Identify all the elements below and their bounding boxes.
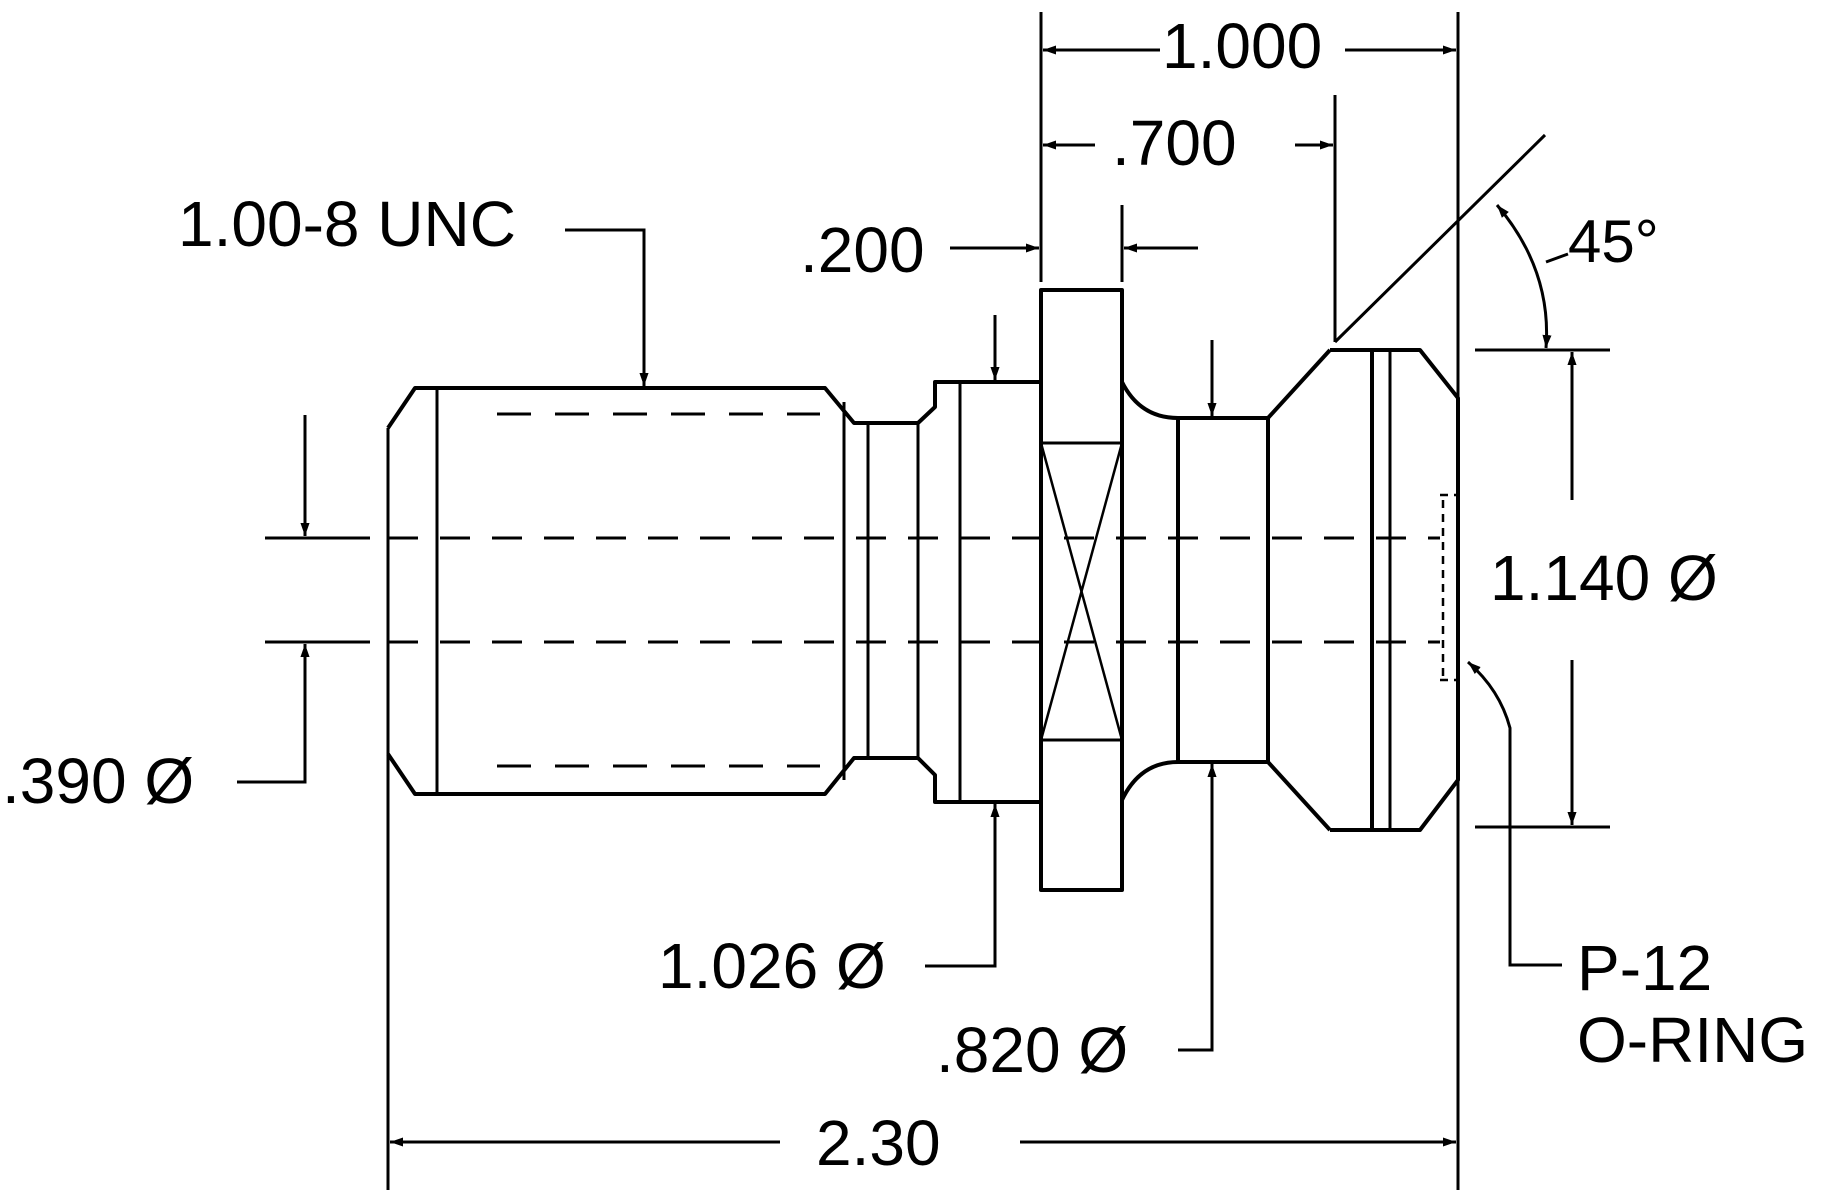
cone-bottom bbox=[1266, 760, 1332, 832]
label-dim-700: .700 bbox=[1112, 107, 1237, 179]
groove-arc-top bbox=[1120, 381, 1179, 420]
flats-cross-2 bbox=[1039, 442, 1124, 741]
angle-leader bbox=[1545, 252, 1569, 264]
bore-hidden-lines bbox=[388, 536, 1440, 644]
part-outline bbox=[386, 288, 1460, 1190]
oring-groove-hidden bbox=[1440, 493, 1458, 682]
dim-390-bottom bbox=[237, 644, 310, 784]
thread-hidden-lines bbox=[497, 412, 820, 768]
groove-arc-bottom bbox=[1120, 760, 1179, 801]
label-dia-1140: 1.140 Ø bbox=[1490, 542, 1718, 614]
angle-ref-line bbox=[1333, 133, 1547, 344]
angle-arc bbox=[1495, 204, 1552, 349]
dimension-labels: 1.00-8 UNC 1.000 .700 .200 45° .390 Ø 1.… bbox=[2, 10, 1808, 1179]
groove-body bbox=[1176, 416, 1270, 764]
label-oring-type: O-RING bbox=[1577, 1004, 1808, 1076]
thread-top-profile bbox=[386, 380, 1041, 430]
label-dia-390: .390 Ø bbox=[2, 745, 194, 817]
dimension-lines bbox=[237, 12, 1610, 1190]
head-outline bbox=[1330, 348, 1374, 832]
label-dim-200: .200 bbox=[800, 214, 925, 286]
thread-bottom-profile bbox=[386, 752, 1041, 804]
label-thread: 1.00-8 UNC bbox=[178, 188, 516, 260]
dim-1026-bottom bbox=[925, 804, 1000, 968]
label-overall-length: 2.30 bbox=[816, 1107, 941, 1179]
oring-leader bbox=[1467, 660, 1562, 967]
label-dia-1026: 1.026 Ø bbox=[658, 930, 886, 1002]
flange-outline bbox=[1039, 288, 1124, 892]
label-oring-part: P-12 bbox=[1577, 932, 1712, 1004]
cone-top bbox=[1266, 348, 1332, 420]
head-chamfer-top bbox=[1372, 348, 1460, 832]
dim-820-bottom bbox=[1178, 764, 1217, 1052]
thread-leader bbox=[565, 228, 649, 386]
label-dim-1000: 1.000 bbox=[1162, 10, 1322, 82]
label-angle: 45° bbox=[1568, 208, 1659, 275]
label-dia-820: .820 Ø bbox=[936, 1014, 1128, 1086]
